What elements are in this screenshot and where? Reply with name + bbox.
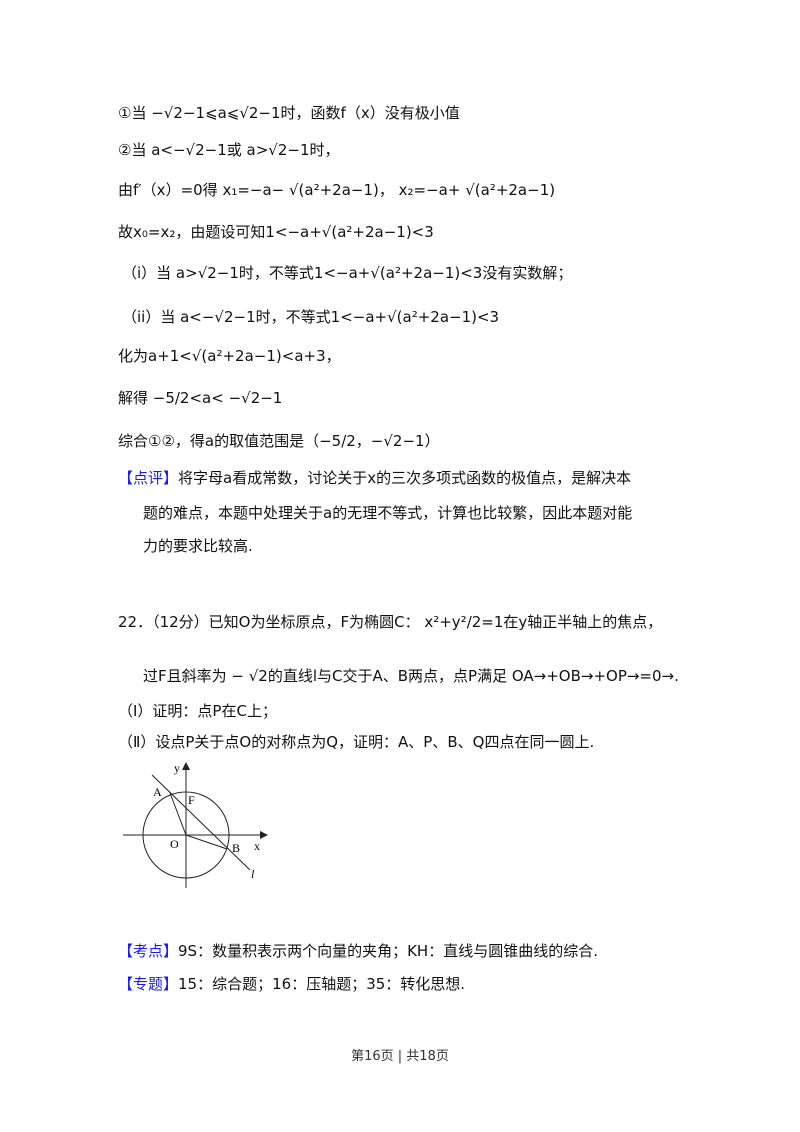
solution-line-7: 化为a+1<√(a²+2a−1)<a+3， <box>118 347 341 365</box>
comment-line-1: 【点评】将字母a看成常数，讨论关于x的三次多项式函数的极值点，是解决本 <box>118 468 631 488</box>
label-y: y <box>174 761 180 775</box>
solution-line-8: 解得 −5/2<a< −√2−1 <box>118 389 283 407</box>
comment-line-2: 题的难点，本题中处理关于a的无理不等式，计算也比较繁，因此本题对能 <box>143 504 633 522</box>
solution-line-2: ②当 a<−√2−1或 a>√2−1时， <box>118 141 340 159</box>
ellipse-curve <box>142 791 230 879</box>
label-O: O <box>170 837 179 851</box>
x-axis-arrow-icon <box>260 831 268 839</box>
label-F: F <box>188 793 195 807</box>
solution-line-1: ①当 −√2−1⩽a⩽√2−1时，函数f（x）没有极小值 <box>118 104 460 122</box>
comment-text: 将字母a看成常数，讨论关于x的三次多项式函数的极值点，是解决本 <box>178 469 632 487</box>
kaodian-line: 【考点】9S：数量积表示两个向量的夹角；KH：直线与圆锥曲线的综合. <box>118 941 598 961</box>
segment-OB <box>185 834 228 850</box>
comment-line-3: 力的要求比较高. <box>143 537 253 555</box>
label-x: x <box>254 839 260 853</box>
kaodian-tag: 【考点】 <box>118 942 179 960</box>
label-B: B <box>232 841 240 855</box>
problem-part-1: （Ⅰ）证明：点P在C上； <box>118 702 277 720</box>
y-axis-arrow-icon <box>182 762 190 770</box>
line-l <box>151 774 251 871</box>
solution-line-5: （i）当 a>√2−1时，不等式1<−a+√(a²+2a−1)<3没有实数解； <box>122 264 573 282</box>
problem-line-2: 过F且斜率为 − √2的直线l与C交于A、B两点，点P满足 OA→+OB→+OP… <box>143 667 679 685</box>
solution-line-6: （ii）当 a<−√2−1时，不等式1<−a+√(a²+2a−1)<3 <box>122 308 500 326</box>
zhuanti-tag: 【专题】 <box>118 975 179 993</box>
label-A: A <box>153 785 162 799</box>
solution-line-9: 综合①②，得a的取值范围是（−5/2，−√2−1） <box>118 432 440 450</box>
comment-tag: 【点评】 <box>118 469 179 487</box>
kaodian-text: 9S：数量积表示两个向量的夹角；KH：直线与圆锥曲线的综合. <box>178 942 598 960</box>
problem-line-1: 22．（12分）已知O为坐标原点，F为椭圆C： x²+y²/2=1在y轴正半轴上… <box>118 613 663 631</box>
solution-line-4: 故x₀=x₂，由题设可知1<−a+√(a²+2a−1)<3 <box>118 223 434 241</box>
page-footer: 第16页 | 共18页 <box>351 1049 449 1064</box>
solution-line-3: 由f′（x）=0得 x₁=−a− √(a²+2a−1)， x₂=−a+ √(a²… <box>118 181 556 199</box>
zhuanti-text: 15：综合题；16：压轴题；35：转化思想. <box>178 975 466 993</box>
zhuanti-line: 【专题】15：综合题；16：压轴题；35：转化思想. <box>118 974 465 994</box>
segment-OA <box>169 792 187 836</box>
label-l: l <box>251 867 255 881</box>
problem-part-2: （Ⅱ）设点P关于点O的对称点为Q，证明：A、P、B、Q四点在同一圆上. <box>118 733 595 751</box>
